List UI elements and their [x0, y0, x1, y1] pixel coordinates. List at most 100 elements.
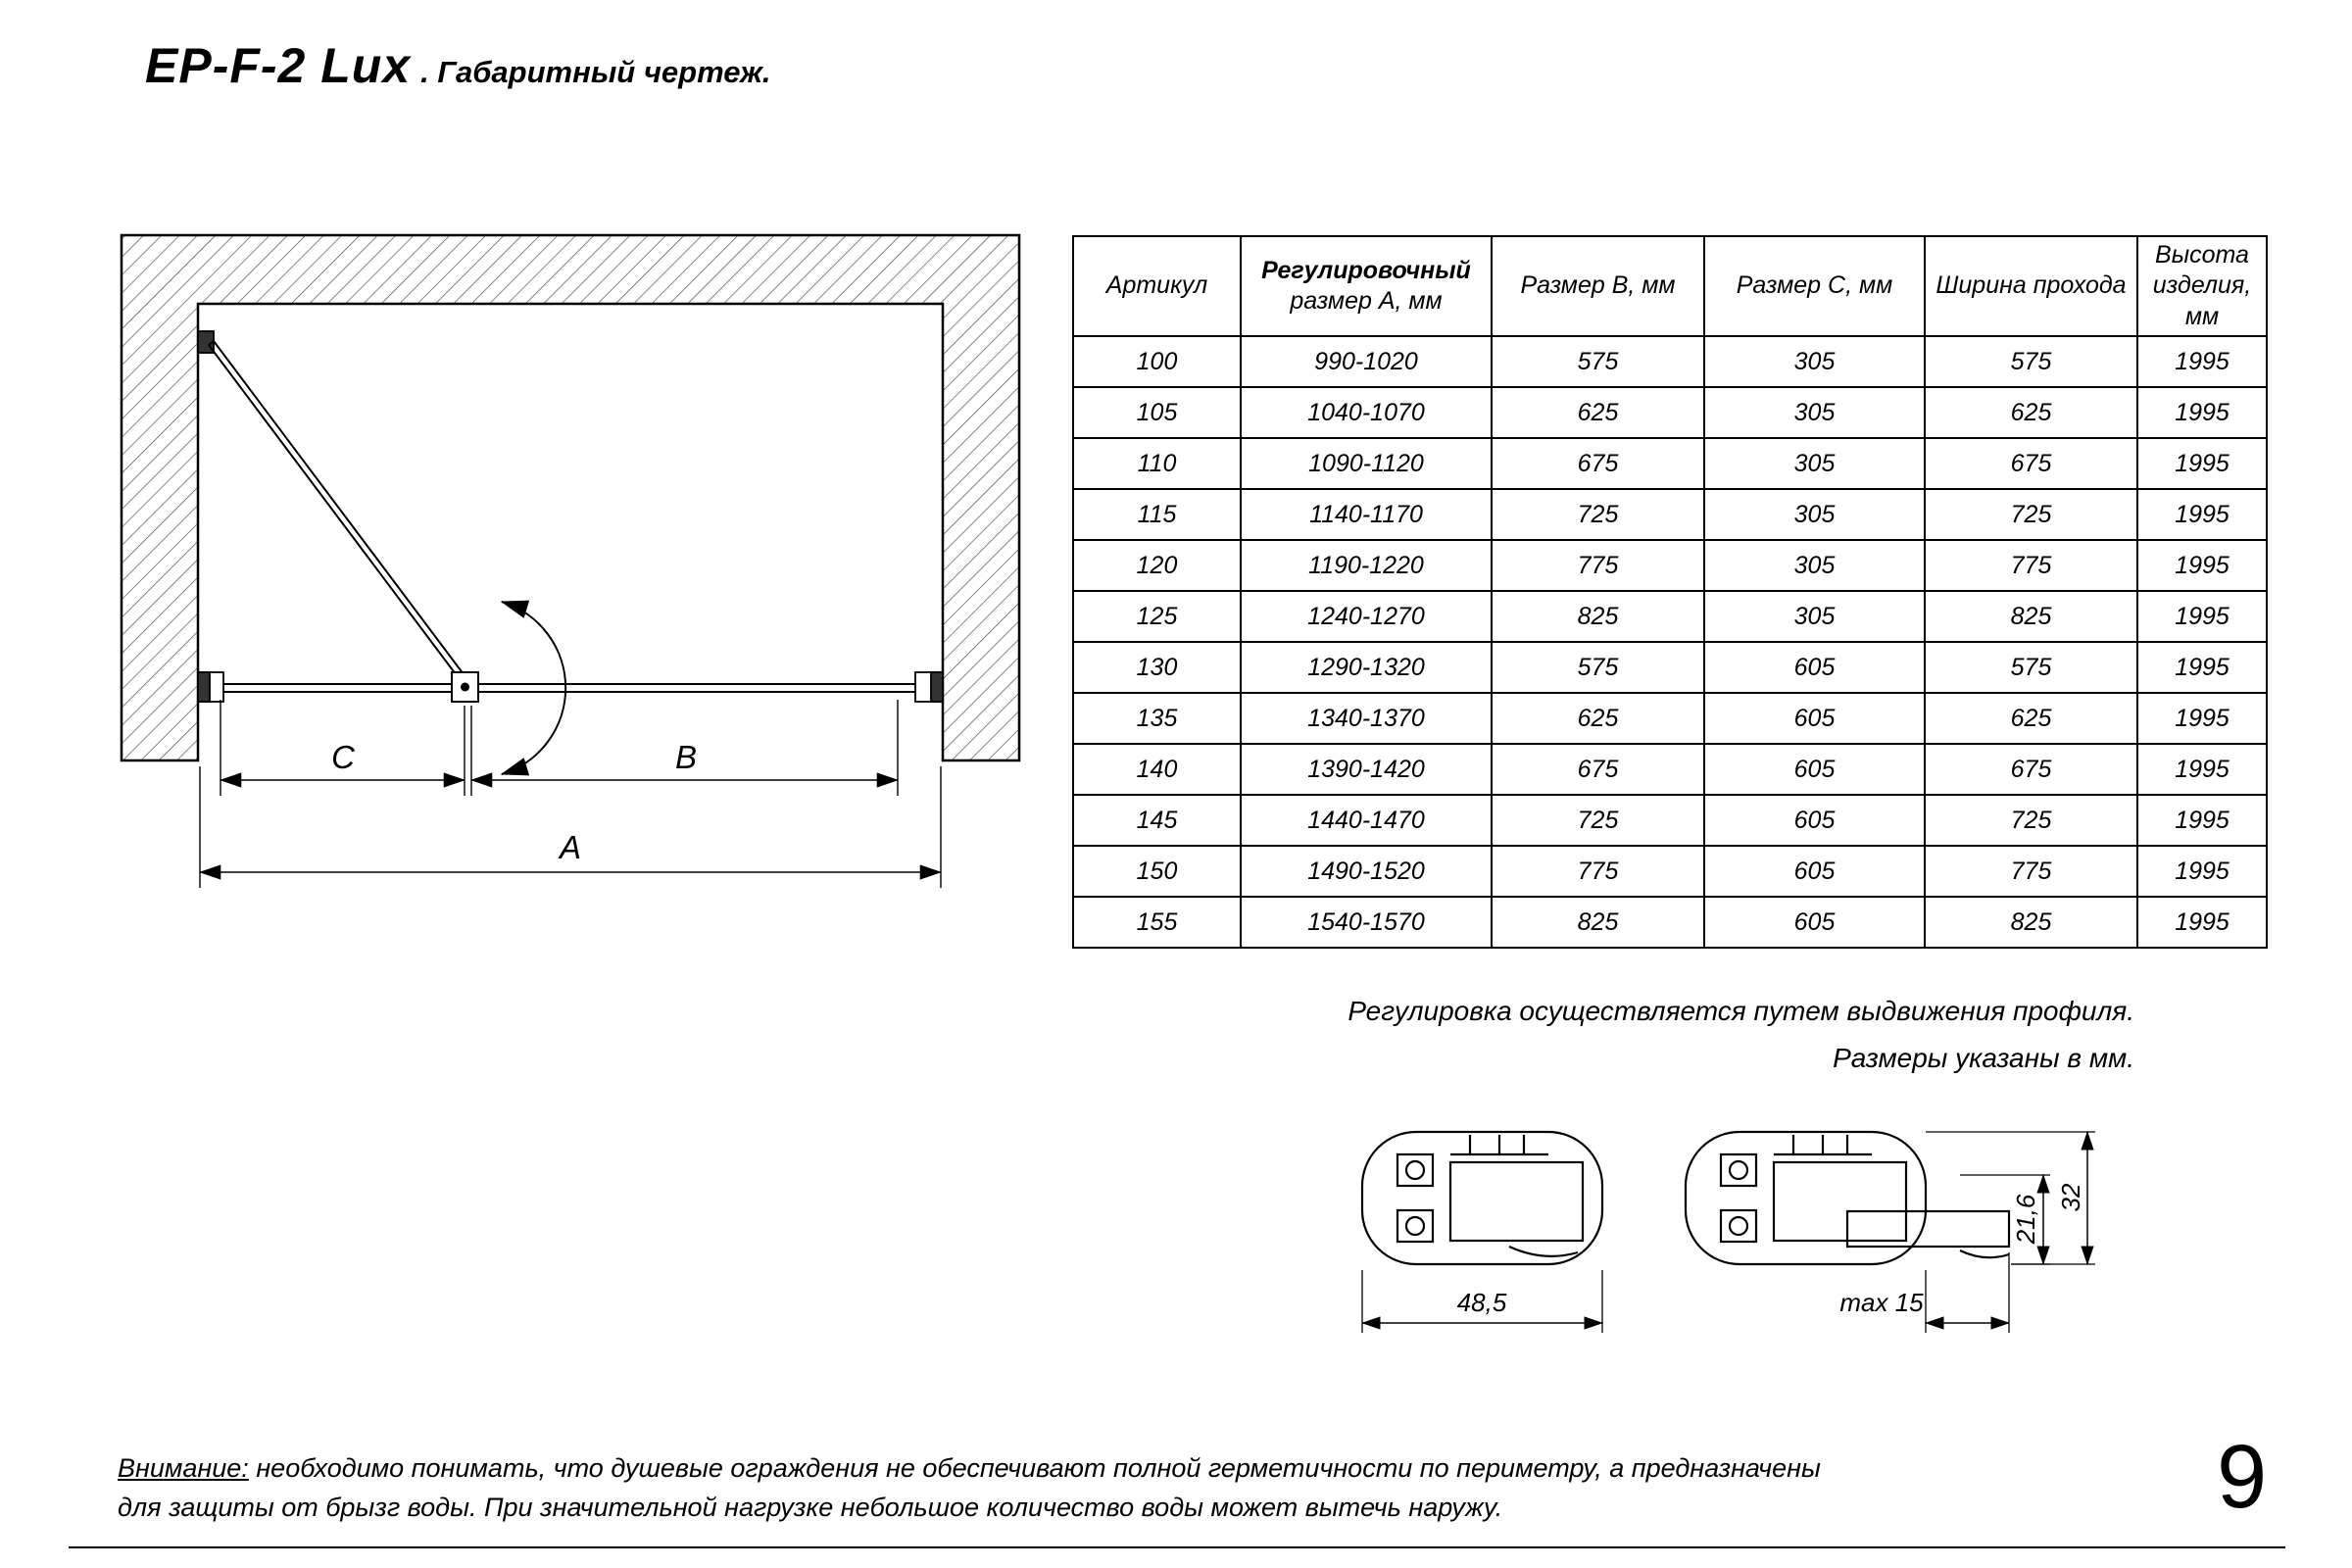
- table-cell: 1995: [2136, 896, 2268, 949]
- door-swing-arc: [500, 600, 567, 776]
- dim-width-label: 48,5: [1457, 1288, 1507, 1317]
- table-cell: 110: [1072, 437, 1242, 490]
- table-cell: 305: [1703, 335, 1926, 388]
- warning-line-2: для защиты от брызг воды. При значительн…: [118, 1493, 1503, 1522]
- table-cell: 1140-1170: [1240, 488, 1493, 541]
- table-cell: 1290-1320: [1240, 641, 1493, 694]
- page-title: EP-F-2 Lux . Габаритный чертеж.: [145, 37, 771, 94]
- table-cell: 675: [1491, 437, 1705, 490]
- profile-section-2: [1684, 1130, 2011, 1266]
- col-size-a-line2: размер A, мм: [1290, 287, 1443, 315]
- table-cell: 1240-1270: [1240, 590, 1493, 643]
- panel-c: [223, 683, 453, 693]
- col-size-a-line1: Регулировочный: [1261, 256, 1471, 284]
- table-cell: 1995: [2136, 539, 2268, 592]
- table-cell: 100: [1072, 335, 1242, 388]
- table-cell: 725: [1491, 794, 1705, 847]
- table-cell: 1040-1070: [1240, 386, 1493, 439]
- table-cell: 725: [1491, 488, 1705, 541]
- dim-inner-height-label: 21,6: [2011, 1194, 2040, 1245]
- profile-section-1: [1360, 1130, 1604, 1266]
- title-suffix: . Габаритный чертеж.: [420, 55, 771, 89]
- table-cell: 575: [1924, 641, 2138, 694]
- dim-c-label: C: [331, 739, 356, 775]
- table-cell: 1440-1470: [1240, 794, 1493, 847]
- table-cell: 1340-1370: [1240, 692, 1493, 745]
- dim-outer-height-label: 32: [2056, 1183, 2085, 1211]
- dimensional-drawing: C B A: [120, 233, 1021, 888]
- warning-label: Внимание:: [118, 1453, 249, 1483]
- table-cell: 725: [1924, 794, 2138, 847]
- dim-a-label: A: [558, 829, 581, 865]
- table-cell: 1995: [2136, 692, 2268, 745]
- table-cell: 120: [1072, 539, 1242, 592]
- table-cell: 155: [1072, 896, 1242, 949]
- table-cell: 105: [1072, 386, 1242, 439]
- profile-sections: 48,5 max 15 21,6 32: [1360, 1130, 2095, 1333]
- table-cell: 1995: [2136, 641, 2268, 694]
- dim-max-label: max 15: [1839, 1288, 1924, 1317]
- dimension-outer-height: [1926, 1131, 2095, 1265]
- col-size-b: Размер B, мм: [1491, 235, 1705, 337]
- spec-table: Артикул Регулировочный размер A, мм Разм…: [1072, 235, 2268, 949]
- table-cell: 305: [1703, 488, 1926, 541]
- panel-b: [478, 683, 915, 693]
- table-cell: 1490-1520: [1240, 845, 1493, 898]
- table-cell: 625: [1924, 386, 2138, 439]
- table-cell: 1995: [2136, 590, 2268, 643]
- table-cell: 1995: [2136, 335, 2268, 388]
- table-cell: 305: [1703, 539, 1926, 592]
- table-cell: 1540-1570: [1240, 896, 1493, 949]
- dimension-width: [1361, 1270, 1603, 1333]
- table-cell: 115: [1072, 488, 1242, 541]
- warning-line-1: необходимо понимать, что душевые огражде…: [248, 1453, 1821, 1483]
- table-cell: 625: [1491, 692, 1705, 745]
- col-article: Артикул: [1072, 235, 1242, 337]
- note-line-2: Размеры указаны в мм.: [1833, 1043, 2134, 1073]
- table-cell: 1995: [2136, 437, 2268, 490]
- table-cell: 575: [1924, 335, 2138, 388]
- table-cell: 305: [1703, 386, 1926, 439]
- table-cell: 305: [1703, 590, 1926, 643]
- model-name: EP-F-2 Lux: [145, 38, 412, 93]
- table-cell: 575: [1491, 641, 1705, 694]
- table-cell: 575: [1491, 335, 1705, 388]
- table-cell: 605: [1703, 743, 1926, 796]
- dimension-c: [219, 700, 466, 796]
- table-cell: 675: [1491, 743, 1705, 796]
- table-cell: 605: [1703, 845, 1926, 898]
- dimension-b: [469, 700, 900, 796]
- table-cell: 1995: [2136, 488, 2268, 541]
- table-cell: 1090-1120: [1240, 437, 1493, 490]
- table-cell: 825: [1924, 590, 2138, 643]
- hinge: [451, 671, 479, 703]
- table-cell: 135: [1072, 692, 1242, 745]
- table-cell: 305: [1703, 437, 1926, 490]
- footer-rule: [69, 1546, 2285, 1548]
- col-height: Высота изделия, мм: [2136, 235, 2268, 337]
- note-line-1: Регулировка осуществляется путем выдвиже…: [1348, 996, 2134, 1026]
- header-row: Артикул Регулировочный размер A, мм Разм…: [1072, 235, 2268, 337]
- dimension-max-extension: [1925, 1252, 2010, 1333]
- table-cell: 1995: [2136, 794, 2268, 847]
- table-cell: 605: [1703, 641, 1926, 694]
- table-cell: 775: [1491, 539, 1705, 592]
- table-cell: 1390-1420: [1240, 743, 1493, 796]
- table-cell: 625: [1491, 386, 1705, 439]
- wall-brackets: [197, 330, 944, 703]
- spec-table-head: Артикул Регулировочный размер A, мм Разм…: [1072, 235, 2268, 337]
- table-cell: 825: [1924, 896, 2138, 949]
- table-cell: 605: [1703, 692, 1926, 745]
- table-cell: 675: [1924, 437, 2138, 490]
- dim-b-label: B: [675, 739, 697, 775]
